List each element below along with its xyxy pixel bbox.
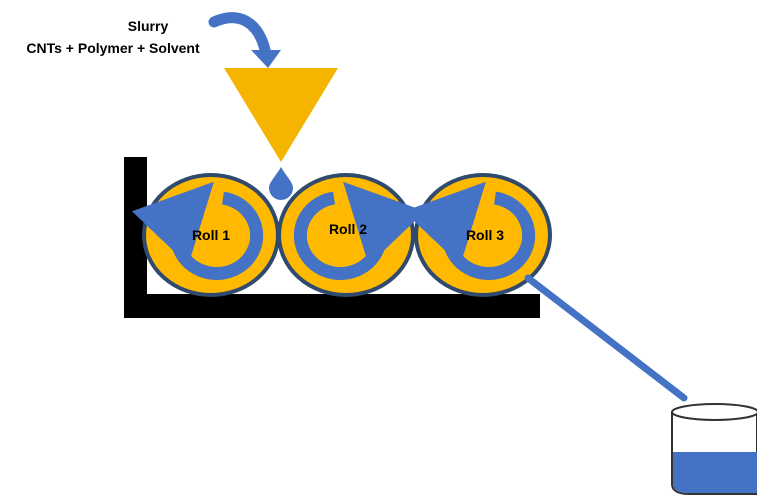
roll-2: Roll 2 xyxy=(277,173,426,297)
feed-arrow xyxy=(208,12,281,68)
slurry-composition: CNTs + Polymer + Solvent xyxy=(26,40,200,56)
roll-label: Roll 2 xyxy=(329,221,367,237)
roll-label: Roll 1 xyxy=(192,227,230,243)
beaker-liquid xyxy=(673,452,757,493)
rotation-arrow-icon xyxy=(403,181,536,281)
slurry-title: Slurry xyxy=(128,18,169,34)
rotation-arrow-icon xyxy=(131,181,264,281)
frame-base-plate xyxy=(124,294,540,318)
hopper-funnel xyxy=(224,68,338,162)
roll-label: Roll 3 xyxy=(466,227,504,243)
collection-beaker xyxy=(671,403,757,495)
roll-3: Roll 3 xyxy=(403,173,552,297)
rotation-arrow-icon xyxy=(293,181,426,281)
discharge-stream xyxy=(524,274,688,402)
roll-1: Roll 1 xyxy=(131,173,280,297)
slurry-droplet xyxy=(269,167,293,200)
